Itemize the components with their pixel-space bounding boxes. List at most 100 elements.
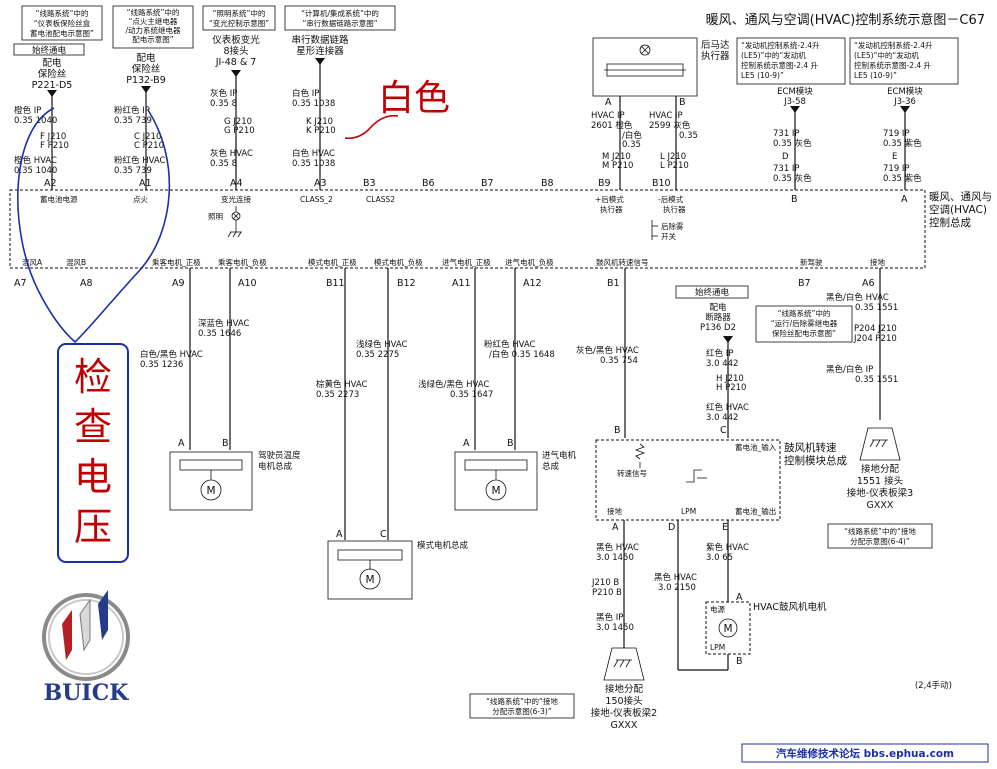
svg-text:J210 B: J210 B xyxy=(591,578,619,588)
svg-text:C J210: C J210 xyxy=(134,132,161,142)
svg-text:/白色 0.35 1648: /白色 0.35 1648 xyxy=(489,349,555,360)
svg-text:汽车维修技术论坛 bbs.ephua.com: 汽车维修技术论坛 bbs.ephua.com xyxy=(776,747,954,760)
svg-text:0.35 紫色: 0.35 紫色 xyxy=(883,173,922,184)
svg-text:黑色 HVAC: 黑色 HVAC xyxy=(596,542,639,553)
note-serial-data: “计算机/集成系统”中的 “串行数据链路示意图” xyxy=(284,5,396,31)
svg-text:控制系统示意图-2.4 升: 控制系统示意图-2.4 升 xyxy=(854,60,932,70)
svg-text:(LE5)”中的“发动机: (LE5)”中的“发动机 xyxy=(741,50,806,60)
svg-text:串行数据链路: 串行数据链路 xyxy=(291,34,349,46)
svg-text:“点火主继电器: “点火主继电器 xyxy=(129,16,178,26)
diagram-title: 暖风、通风与空调(HVAC)控制系统示意图－C67 xyxy=(706,12,985,28)
svg-text:BUICK: BUICK xyxy=(44,680,130,706)
note-ground-6-3: “线路系统”中的“接地 分配示意图(6-3)” xyxy=(469,693,575,719)
svg-text:B: B xyxy=(679,97,686,108)
svg-text:0.35 1551: 0.35 1551 xyxy=(855,303,898,313)
svg-text:模式电机_正极: 模式电机_正极 xyxy=(308,257,357,267)
svg-text:执行器: 执行器 xyxy=(600,204,623,214)
svg-text:L P210: L P210 xyxy=(660,161,689,171)
svg-text:D: D xyxy=(668,522,675,533)
svg-text:H J210: H J210 xyxy=(716,374,744,384)
svg-text:L J210: L J210 xyxy=(660,152,686,162)
svg-text:3.0 1450: 3.0 1450 xyxy=(596,623,634,633)
svg-text:A: A xyxy=(612,522,619,533)
svg-text:“线路系统”中的“接地: “线路系统”中的“接地 xyxy=(844,526,916,536)
svg-text:719 IP: 719 IP xyxy=(883,164,910,174)
svg-text:M P210: M P210 xyxy=(602,161,633,171)
svg-text:配电: 配电 xyxy=(42,57,62,69)
svg-text:蓄电池电源: 蓄电池电源 xyxy=(40,194,78,204)
svg-text:B7: B7 xyxy=(481,178,494,189)
svg-text:A10: A10 xyxy=(238,278,257,289)
svg-text:鼓风机转速信号: 鼓风机转速信号 xyxy=(596,257,649,267)
svg-text:后马达: 后马达 xyxy=(701,39,730,51)
svg-text:“线路系统”中的: “线路系统”中的 xyxy=(127,7,180,17)
svg-text:2601 橙色: 2601 橙色 xyxy=(591,120,633,131)
svg-text:保险丝: 保险丝 xyxy=(38,68,67,80)
svg-text:0.35 2275: 0.35 2275 xyxy=(356,350,399,360)
svg-text:电源: 电源 xyxy=(710,604,725,614)
svg-text:J3-58: J3-58 xyxy=(783,97,806,107)
svg-text:3.0 1450: 3.0 1450 xyxy=(596,553,634,563)
svg-text:白色 IP: 白色 IP xyxy=(292,88,319,99)
svg-text:150接头: 150接头 xyxy=(605,695,642,707)
svg-text:橙色 HVAC: 橙色 HVAC xyxy=(14,155,57,166)
svg-text:“串行数据链路示意图”: “串行数据链路示意图” xyxy=(302,18,377,28)
svg-text:配电: 配电 xyxy=(136,52,156,64)
svg-text:A12: A12 xyxy=(523,278,542,289)
svg-text:转速信号: 转速信号 xyxy=(617,468,647,478)
svg-text:3.0 442: 3.0 442 xyxy=(706,359,738,369)
svg-text:731 IP: 731 IP xyxy=(773,164,800,174)
svg-text:B9: B9 xyxy=(598,178,611,189)
svg-text:后除雾: 后除雾 xyxy=(661,221,684,231)
svg-text:LE5 (10-9)”: LE5 (10-9)” xyxy=(854,71,897,80)
svg-text:“发动机控制系统-2.4升: “发动机控制系统-2.4升 xyxy=(854,40,933,50)
svg-text:B: B xyxy=(614,425,621,436)
svg-text:P221-D5: P221-D5 xyxy=(32,80,73,91)
svg-text:+后模式: +后模式 xyxy=(595,194,624,204)
check-voltage-box xyxy=(57,343,129,563)
svg-text:A11: A11 xyxy=(452,278,471,289)
note-fuse-block: “线路系统”中的 “仪表板保险丝盒 蓄电池配电示意图” xyxy=(21,5,103,41)
note-dimmer: “照明系统”中的 “变光控制示意图” xyxy=(202,5,276,31)
svg-text:白色/黑色 HVAC: 白色/黑色 HVAC xyxy=(140,349,203,360)
svg-text:HVAC IP: HVAC IP xyxy=(649,111,683,121)
svg-text:灰色 IP: 灰色 IP xyxy=(210,88,237,99)
check-voltage-loop xyxy=(17,107,171,344)
svg-text:0.35 1040: 0.35 1040 xyxy=(14,116,57,126)
svg-text:A8: A8 xyxy=(80,278,93,289)
svg-text:蓄电池配电示意图”: 蓄电池配电示意图” xyxy=(30,28,94,38)
svg-text:“仪表板保险丝盒: “仪表板保险丝盒 xyxy=(34,18,91,28)
svg-text:黑色 IP: 黑色 IP xyxy=(596,612,623,623)
svg-text:压: 压 xyxy=(74,505,112,549)
svg-text:灰色/黑色 HVAC: 灰色/黑色 HVAC xyxy=(576,345,639,356)
svg-text:黑色/白色 HVAC: 黑色/白色 HVAC xyxy=(826,292,889,303)
svg-text:0.35 739: 0.35 739 xyxy=(114,116,152,126)
svg-text:浅绿色 HVAC: 浅绿色 HVAC xyxy=(356,339,408,350)
svg-text:棕黄色 HVAC: 棕黄色 HVAC xyxy=(316,379,368,390)
svg-text:P204 J210: P204 J210 xyxy=(854,324,897,334)
svg-text:A: A xyxy=(605,97,612,108)
svg-text:/动力系统继电器: /动力系统继电器 xyxy=(125,25,181,35)
svg-text:0.35 8: 0.35 8 xyxy=(210,159,237,169)
svg-text:LPM: LPM xyxy=(681,507,696,516)
note-ignition-relay: “线路系统”中的 “点火主继电器 /动力系统继电器 配电示意图” xyxy=(112,5,194,49)
svg-text:接地-仪表板梁2: 接地-仪表板梁2 xyxy=(591,707,657,719)
svg-text:0.35 1236: 0.35 1236 xyxy=(140,360,183,370)
svg-text:0.35 灰色: 0.35 灰色 xyxy=(773,173,812,184)
svg-text:M: M xyxy=(723,623,732,635)
svg-text:P136 D2: P136 D2 xyxy=(700,323,736,333)
rear-defog-switch-icon xyxy=(651,220,658,240)
svg-text:(LE5)”中的“发动机: (LE5)”中的“发动机 xyxy=(854,50,919,60)
svg-text:A2: A2 xyxy=(44,178,57,189)
svg-text:B: B xyxy=(507,438,514,449)
note-engine-control-1: “发动机控制系统-2.4升 (LE5)”中的“发动机 控制系统示意图-2.4 升… xyxy=(736,37,846,85)
svg-text:B8: B8 xyxy=(541,178,554,189)
driver-temp-motor: M xyxy=(169,451,253,511)
svg-text:0.35 1647: 0.35 1647 xyxy=(450,390,493,400)
ground-splice-150 xyxy=(603,647,645,681)
svg-text:0.35 1646: 0.35 1646 xyxy=(198,329,241,339)
white-wire-annotation-line xyxy=(344,114,399,140)
svg-text:HVAC IP: HVAC IP xyxy=(591,111,625,121)
note-ground-6-4: “线路系统”中的“接地 分配示意图(6-4)” xyxy=(827,523,933,549)
svg-text:乘客电机_负极: 乘客电机_负极 xyxy=(218,257,267,267)
